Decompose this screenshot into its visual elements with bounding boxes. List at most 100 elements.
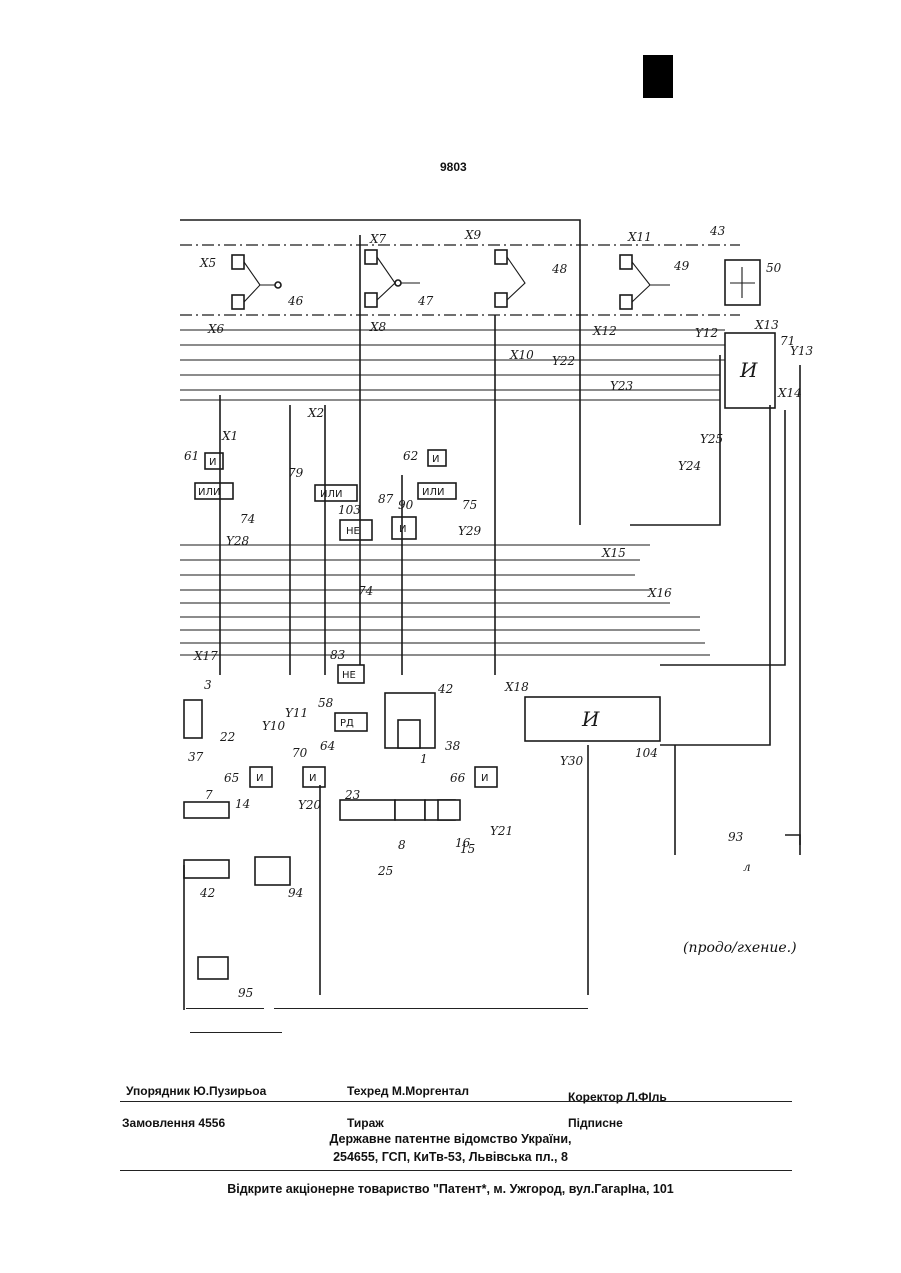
gate-104: И 104 [525, 697, 660, 760]
label-49: 49 [673, 259, 690, 273]
footer-publisher: Відкрите акціонерне товариство "Патент*,… [0, 1182, 901, 1196]
svg-text:7: 7 [205, 788, 213, 802]
svg-text:X7: X7 [369, 232, 387, 246]
gate-66: И 66 [450, 767, 497, 787]
svg-text:14: 14 [235, 797, 250, 811]
svg-text:X12: X12 [592, 324, 617, 338]
label-46: 46 [287, 294, 304, 308]
svg-text:90: 90 [398, 498, 414, 512]
gate-79: ИЛИ 79 [288, 466, 357, 501]
gate-61: И 61 [184, 449, 223, 469]
circuit-schematic: 46 47 48 49 43 [180, 205, 830, 1035]
svg-text:8: 8 [398, 838, 406, 852]
svg-text:75: 75 [462, 498, 477, 512]
svg-text:1: 1 [420, 752, 428, 766]
svg-text:42: 42 [199, 886, 215, 900]
svg-text:94: 94 [288, 886, 303, 900]
svg-text:X16: X16 [647, 586, 672, 600]
svg-text:61: 61 [184, 449, 199, 463]
svg-text:58: 58 [318, 696, 334, 710]
svg-text:л: л [743, 860, 751, 874]
svg-text:93: 93 [728, 830, 744, 844]
svg-text:ИЛИ: ИЛИ [320, 489, 342, 500]
footer-office: Державне патентне відомство України, [0, 1132, 901, 1146]
svg-text:42: 42 [437, 682, 453, 696]
rule-2 [274, 1008, 588, 1009]
relay-46: 46 [232, 255, 304, 309]
svg-text:74: 74 [240, 512, 255, 526]
svg-text:X17: X17 [193, 649, 218, 663]
footer-address: 254655, ГСП, КиТв-53, Львівська пл., 8 [0, 1150, 901, 1164]
block-50: 50 [725, 260, 782, 305]
svg-text:И: И [432, 454, 439, 465]
svg-text:Y25: Y25 [700, 432, 723, 446]
label-47: 47 [417, 294, 434, 308]
svg-text:22: 22 [219, 730, 235, 744]
svg-text:X15: X15 [601, 546, 626, 560]
svg-text:Y29: Y29 [458, 524, 482, 538]
valve-7 [184, 802, 229, 818]
svg-text:И: И [256, 773, 263, 784]
svg-text:ИЛИ: ИЛИ [198, 487, 220, 498]
svg-text:ИЛИ: ИЛИ [422, 487, 444, 498]
svg-text:Y22: Y22 [552, 354, 575, 368]
label-43: 43 [709, 224, 726, 238]
svg-text:66: 66 [450, 771, 466, 785]
valve-block: 23 8 16 25 15 [340, 788, 475, 878]
footer-rule-top [120, 1101, 792, 1102]
svg-text:62: 62 [403, 449, 418, 463]
svg-text:X1: X1 [221, 429, 238, 443]
gate-75: ИЛИ 75 [418, 483, 477, 512]
svg-text:X8: X8 [369, 320, 387, 334]
svg-text:37: 37 [188, 750, 204, 764]
gate-62: И 62 [403, 449, 446, 466]
relay-47: 47 [365, 250, 434, 308]
svg-text:87: 87 [378, 492, 394, 506]
svg-text:70: 70 [292, 746, 308, 760]
footer-rule-bottom [120, 1170, 792, 1171]
svg-text:НЕ: НЕ [346, 526, 360, 537]
svg-text:Y23: Y23 [610, 379, 634, 393]
svg-text:65: 65 [224, 771, 239, 785]
svg-text:25: 25 [377, 864, 393, 878]
svg-text:3: 3 [204, 678, 212, 692]
svg-text:X14: X14 [777, 386, 802, 400]
svg-text:РД: РД [340, 718, 354, 729]
gate-103: И 90 [392, 498, 416, 539]
svg-text:83: 83 [330, 648, 346, 662]
svg-text:Y21: Y21 [490, 824, 513, 838]
footer-circulation: Тираж [347, 1116, 384, 1130]
valve-42 [184, 860, 229, 878]
svg-text:Y13: Y13 [790, 344, 814, 358]
registration-mark [643, 55, 673, 98]
label-48: 48 [551, 262, 568, 276]
svg-text:Y20: Y20 [298, 798, 322, 812]
footer-tech-editor: Техред М.Моргентал [347, 1084, 469, 1098]
block-95 [198, 957, 228, 979]
svg-text:95: 95 [238, 986, 253, 1000]
svg-text:И: И [739, 358, 758, 382]
svg-text:38: 38 [445, 739, 461, 753]
svg-text:И: И [581, 707, 600, 731]
gate-73: ИЛИ [195, 483, 233, 499]
footer-order: Замовлення 4556 [122, 1116, 225, 1130]
gate-65: И 65 [224, 767, 272, 787]
svg-text:Y12: Y12 [695, 326, 718, 340]
svg-text:15: 15 [460, 842, 475, 856]
svg-text:Y11: Y11 [285, 706, 308, 720]
svg-text:64: 64 [320, 739, 335, 753]
page-number: 9803 [440, 160, 467, 174]
svg-text:И: И [209, 457, 216, 468]
svg-text:Y10: Y10 [262, 719, 286, 733]
rule-1 [186, 1008, 264, 1009]
svg-text:НЕ: НЕ [342, 670, 356, 681]
svg-text:И: И [309, 773, 316, 784]
svg-text:X5: X5 [199, 256, 216, 270]
footer-subscription: Підписне [568, 1116, 623, 1130]
continuation-note: (продо/гхение.) [683, 940, 797, 956]
relay-48: 48 [495, 250, 568, 307]
block-94 [255, 857, 290, 885]
schematic-svg: 46 47 48 49 43 [180, 205, 830, 1035]
svg-text:X13: X13 [754, 318, 779, 332]
